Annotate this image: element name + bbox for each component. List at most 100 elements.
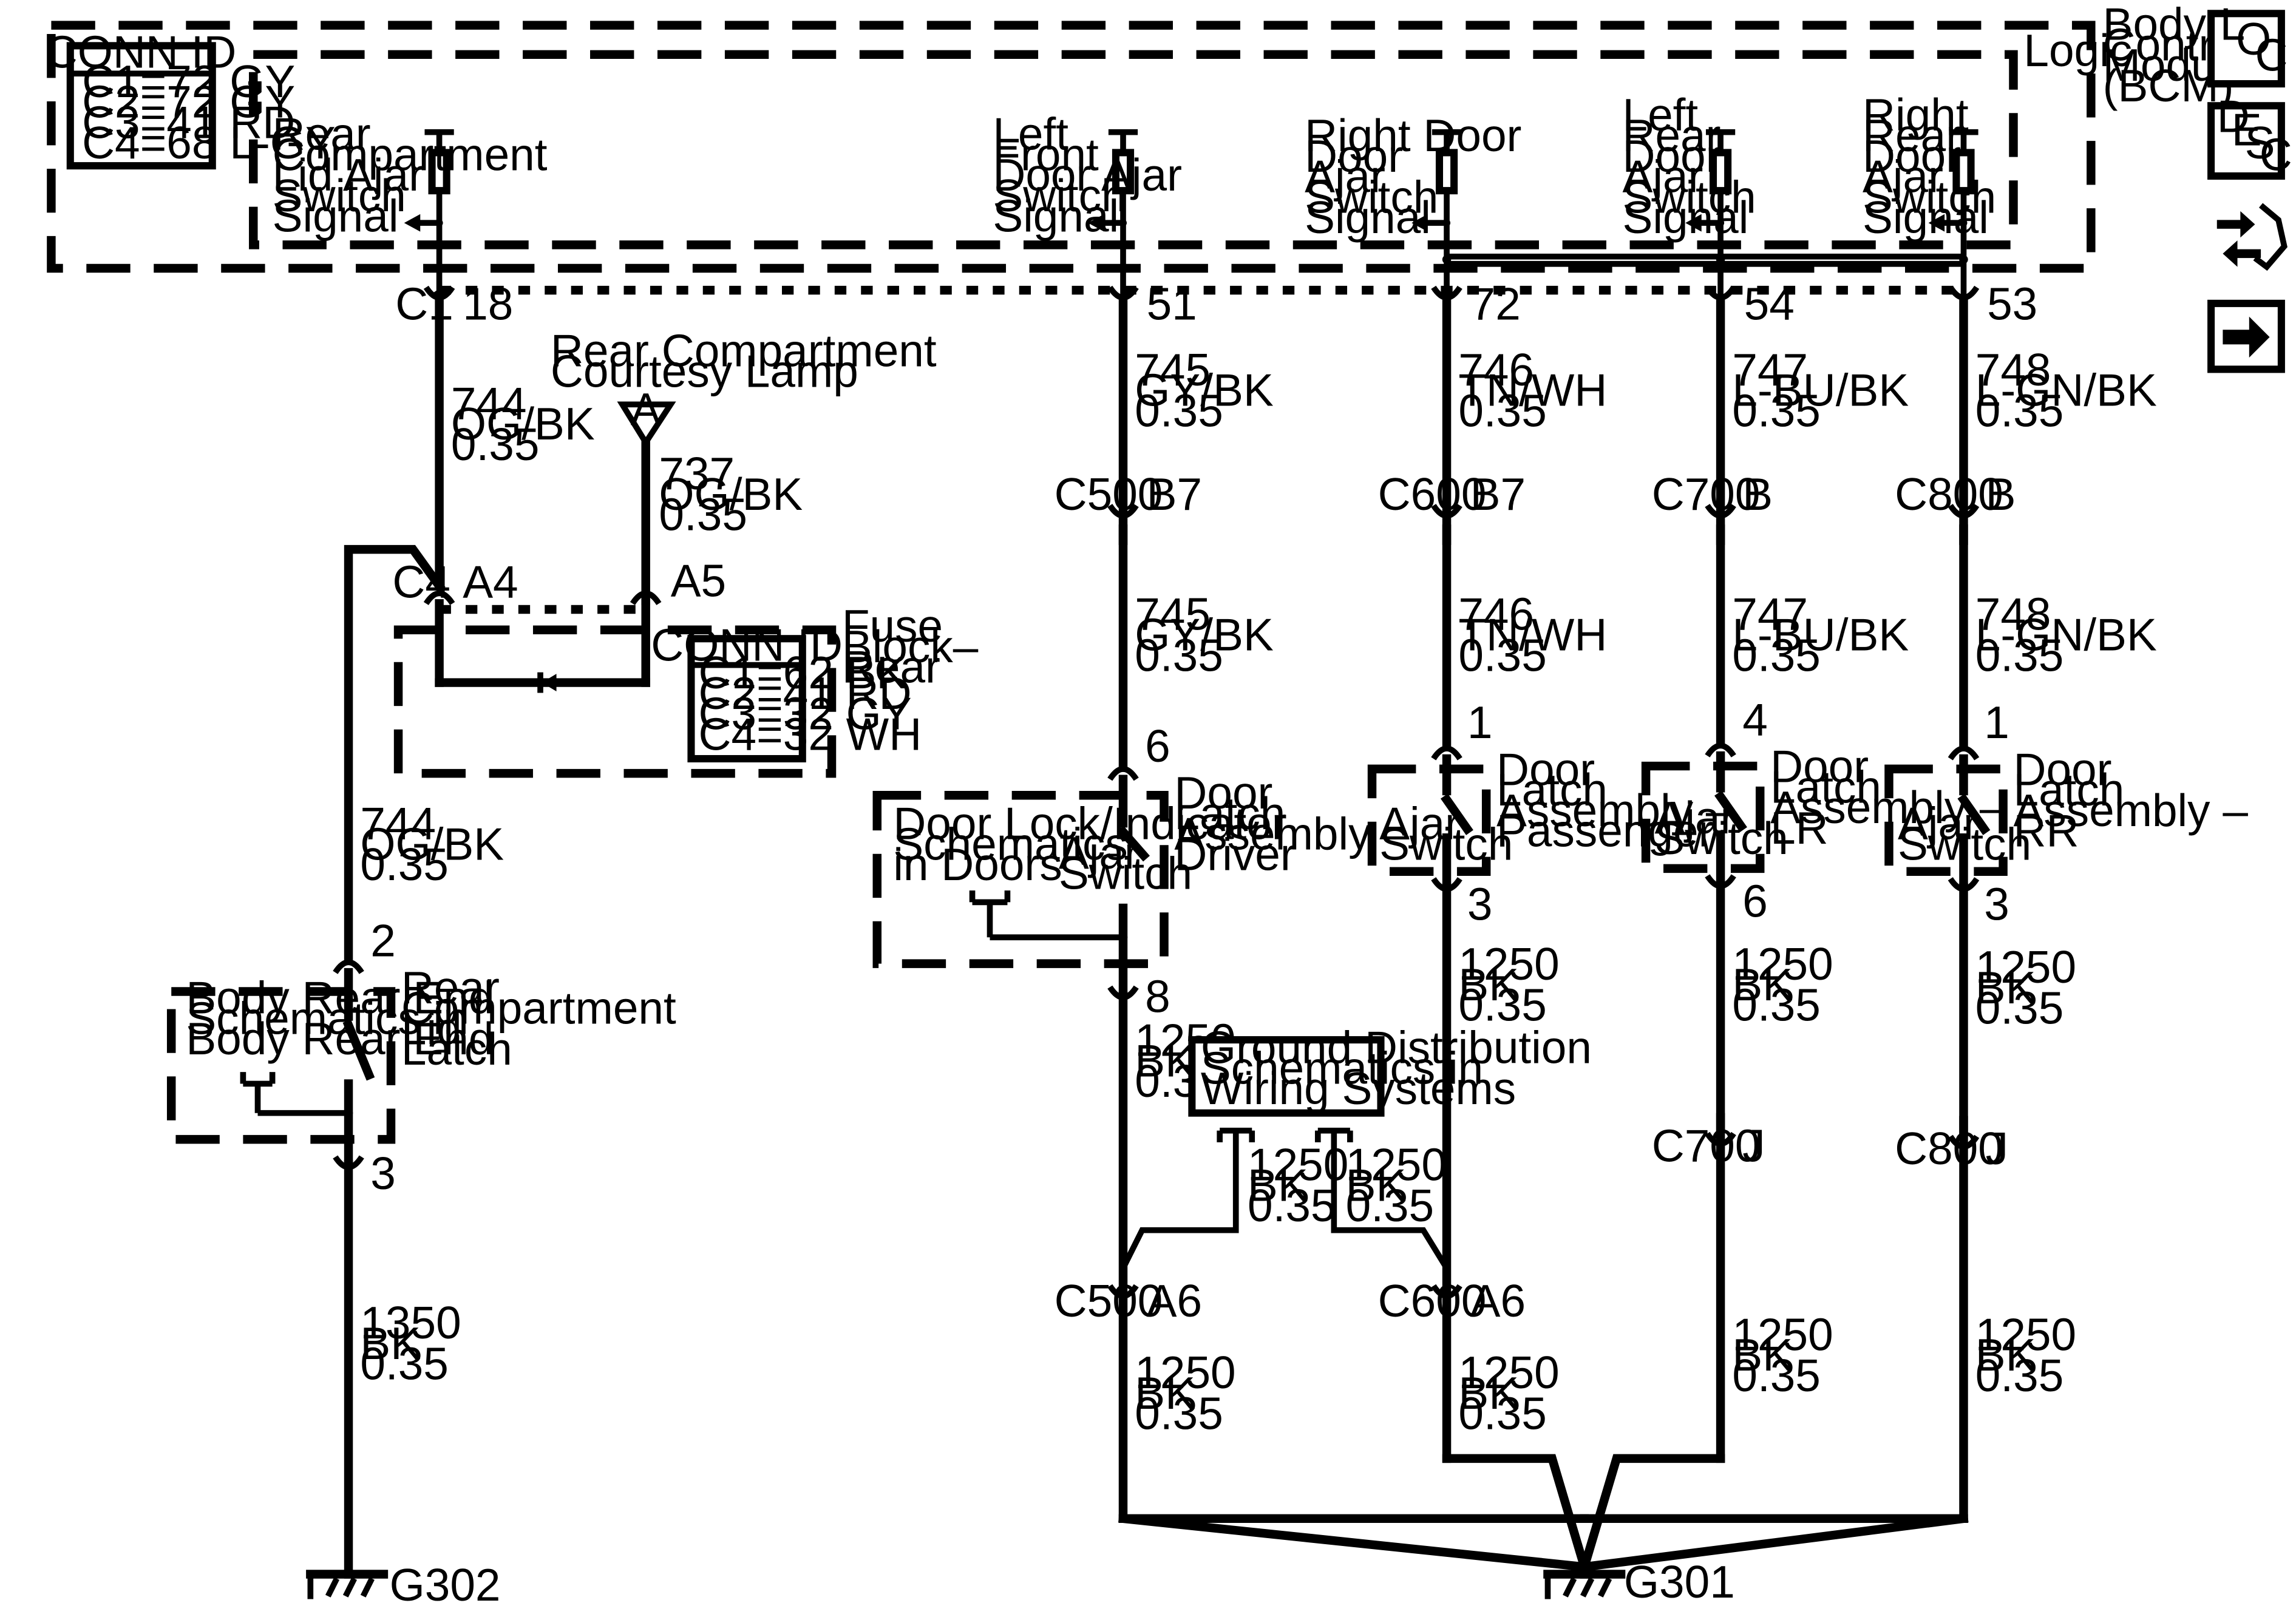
rr-latch-title: Assembly –	[2013, 785, 2248, 836]
driver-door-latch: 6 Door Lock/Indicator Schematics in Door…	[872, 720, 1409, 1022]
wire-label-747-lower: 747 L-BU/BK 0.35	[1732, 589, 1909, 681]
svg-text:BK: BK	[1458, 1368, 1519, 1419]
pin-label: 51	[1147, 278, 1197, 329]
pin-label: B7	[1147, 469, 1202, 520]
wire-744-lid	[344, 544, 446, 964]
wire-label-747-upper: 747 L-BU/BK 0.35	[1732, 344, 1909, 436]
svg-text:BK: BK	[1135, 1368, 1195, 1419]
conn-id-row: C3=41 RD	[82, 97, 295, 147]
passenger-latch-title: Passenger	[1496, 805, 1713, 856]
svg-text:Wiring Systems: Wiring Systems	[1201, 1063, 1516, 1114]
lid-latch-title: Rear	[401, 962, 500, 1013]
ground-g302: G302	[306, 1559, 500, 1610]
desc-icon[interactable]: D E S C	[2207, 91, 2292, 180]
connector-label: C700	[1652, 1120, 1761, 1171]
wire-label-737: 737 OG/BK 0.35	[659, 448, 803, 540]
pin-label: A6	[1470, 1275, 1526, 1326]
svg-text:OG/BK: OG/BK	[659, 469, 803, 520]
svg-text:745: 745	[1135, 589, 1211, 640]
wire-label-1250-lr-upper: 1250 BK 0.35	[1732, 938, 1833, 1031]
bcm-module-outline	[47, 21, 2096, 273]
svg-text:Signal: Signal	[273, 191, 399, 242]
svg-text:1250: 1250	[1975, 1309, 2076, 1360]
svg-text:0.35: 0.35	[1458, 980, 1547, 1031]
wire-label-745-lower: 745 GY/BK 0.35	[1135, 589, 1274, 681]
wire-label-748-lower: 748 L-GN/BK 0.35	[1975, 589, 2157, 681]
svg-text:1250: 1250	[1458, 1347, 1559, 1398]
lid-latch-ref: Schematics in	[186, 992, 468, 1043]
connector-harness-icon[interactable]	[2216, 203, 2288, 271]
lid-latch-title: Compartment	[401, 983, 676, 1034]
lr-latch-title: Latch	[1770, 761, 1881, 812]
courtesy-lamp-label: Courtesy Lamp	[551, 345, 858, 396]
wire-label-745-upper: 745 GY/BK 0.35	[1135, 344, 1274, 436]
svg-text:Ajar: Ajar	[1863, 151, 1943, 202]
wire-label-1250-rr-upper: 1250 BK 0.35	[1975, 941, 2076, 1034]
courtesy-lamp: Rear Compartment Courtesy Lamp A	[551, 325, 937, 605]
svg-text:Switch: Switch	[1305, 171, 1438, 222]
svg-text:1250: 1250	[1135, 1347, 1235, 1398]
wire-label-744-upper: 744 OG/BK 0.35	[451, 378, 595, 470]
wire-label-746-lower: 746 TN/WH 0.35	[1458, 589, 1607, 681]
svg-text:744: 744	[451, 378, 527, 429]
wire-label-1250-rr-lower: 1250 BK 0.35	[1975, 1309, 2076, 1401]
bcm-title-line: Body	[2103, 0, 2207, 50]
svg-text:C2=41 RD: C2=41 RD	[699, 668, 912, 719]
svg-text:0.35: 0.35	[1732, 629, 1821, 680]
ajar-switch-label: Ajar	[1898, 798, 1978, 849]
driver-latch-title: Latch	[1174, 788, 1285, 839]
conn-id-row: C4=68 L-GY	[82, 117, 336, 168]
svg-text:C3=32 GY: C3=32 GY	[699, 688, 912, 739]
passenger-latch-title: Assembly –	[1496, 785, 1731, 836]
svg-text:Right: Right	[1863, 89, 1969, 140]
svg-text:0.35: 0.35	[1732, 980, 1821, 1031]
svg-text:0.35: 0.35	[1135, 385, 1223, 436]
driver-latch-title: Door	[1174, 767, 1272, 818]
svg-text:Compartment: Compartment	[273, 129, 548, 180]
connector-c500-a6: C500 A6	[1055, 1275, 1202, 1326]
svg-text:D: D	[2217, 91, 2250, 142]
ground-distribution-ref: Ground Distribution Schematics in Wiring…	[1120, 1022, 1592, 1270]
svg-text:BK: BK	[1975, 962, 2036, 1013]
connector-c500-b7: C500 B7	[1055, 469, 1202, 545]
svg-text:Signal: Signal	[993, 191, 1119, 242]
svg-text:S: S	[2245, 117, 2275, 168]
wire-label-748-upper: 748 L-GN/BK 0.35	[1975, 344, 2157, 436]
passenger-latch-title: Door	[1496, 744, 1595, 795]
svg-text:L-GN/BK: L-GN/BK	[1975, 609, 2157, 660]
svg-text:0.35: 0.35	[1248, 1180, 1336, 1231]
svg-text:Signal: Signal	[1305, 192, 1431, 243]
bcm-conn-id-table: CONN ID C1=72 GY C2=72 GY C3=41 RD C4=68…	[45, 27, 336, 170]
svg-text:746: 746	[1458, 589, 1534, 640]
svg-text:BK: BK	[1732, 959, 1793, 1010]
rear-compartment-lid-latch: 2 Body Rear End Schematics in Body Rear …	[166, 915, 676, 1199]
svg-text:L-GN/BK: L-GN/BK	[1975, 365, 2157, 416]
svg-text:C: C	[2255, 29, 2288, 80]
loc-icon[interactable]: L O C	[2207, 0, 2288, 88]
lr-latch-title: LR	[1770, 802, 1829, 853]
svg-text:0.35: 0.35	[1975, 629, 2064, 680]
svg-text:747: 747	[1732, 344, 1808, 395]
svg-text:BK: BK	[1732, 1329, 1793, 1380]
wire-label-1250-pass-lower: 1250 BK 0.35	[1458, 1347, 1559, 1439]
connector-label: C800	[1895, 469, 2003, 520]
pin-label: 4	[1742, 694, 1768, 745]
pin-label: B	[1742, 469, 1773, 520]
pin-label: 54	[1744, 278, 1795, 329]
wire-label-1250-ref-left: 1250 BK 0.35	[1248, 1139, 1348, 1232]
passenger-latch-title: Latch	[1496, 764, 1608, 815]
signal-label-left-rear-door: Left Rear Door Ajar Switch Signal	[1622, 89, 1756, 243]
driver-latch-ref: in Doors	[893, 839, 1062, 890]
next-arrow-icon[interactable]	[2207, 299, 2285, 373]
ajar-switch-label: Ajar	[1379, 798, 1460, 849]
wire-label-744-lower: 744 OG/BK 0.35	[360, 798, 504, 890]
wire-label-1250-ref-right: 1250 BK 0.35	[1346, 1139, 1447, 1232]
svg-text:0.35: 0.35	[1135, 1388, 1223, 1439]
svg-text:TN/WH: TN/WH	[1458, 609, 1607, 660]
signal-label-right-door: Right Door Door Ajar Switch Signal	[1305, 110, 1521, 243]
pin-label: J	[1986, 1123, 2008, 1174]
svg-text:Door: Door	[1305, 131, 1403, 181]
svg-text:Left: Left	[1622, 89, 1698, 140]
pin-label: J	[1742, 1120, 1765, 1171]
